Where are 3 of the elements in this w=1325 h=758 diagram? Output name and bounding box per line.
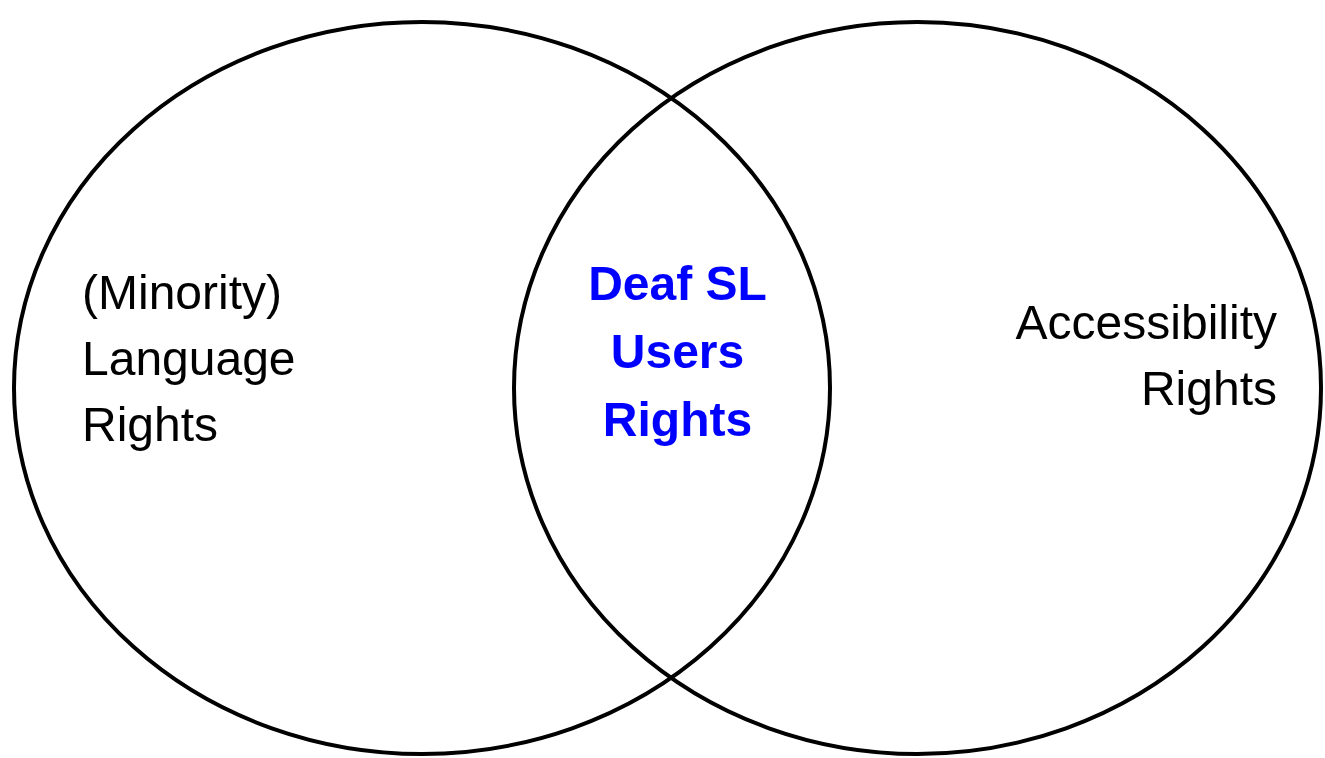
set-label: Accessibility Rights [1014, 295, 1277, 417]
intersection-label: Deaf SL Users Rights [587, 256, 768, 448]
set-label: (Minority) Language Rights [82, 265, 297, 453]
